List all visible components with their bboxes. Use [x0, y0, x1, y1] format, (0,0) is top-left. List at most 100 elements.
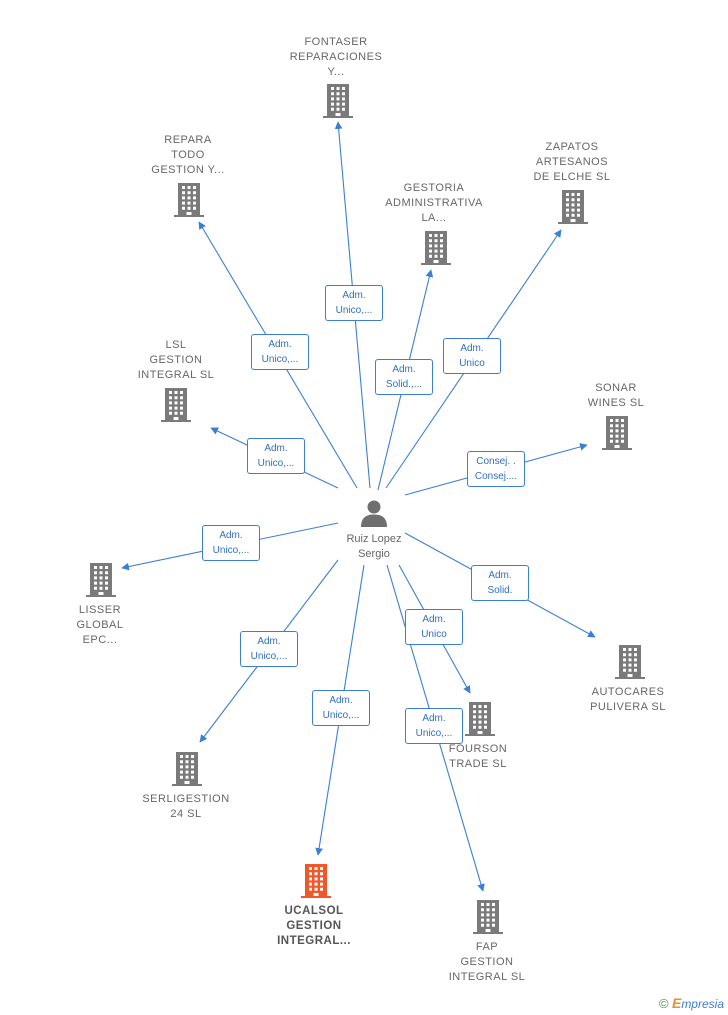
building-icon[interactable]: [472, 899, 504, 935]
center-name-line-1: Ruiz Lopez: [346, 533, 402, 545]
empresia-logo: © Empresia: [659, 995, 724, 1011]
company-label-sonar[interactable]: SONAR WINES SL: [546, 381, 686, 411]
building-icon[interactable]: [300, 863, 332, 899]
role-box-repara[interactable]: Adm. Unico,...: [251, 334, 309, 370]
role-text: Consej. .: [476, 456, 516, 467]
role-text: Adm.: [342, 290, 366, 301]
company-label-fap[interactable]: FAP GESTION INTEGRAL SL: [417, 940, 557, 985]
center-person-name[interactable]: Ruiz Lopez Sergio: [324, 532, 424, 562]
company-label-line: PULIVERA SL: [590, 701, 666, 713]
company-label-line: FONTASER: [304, 36, 368, 48]
company-label-line: WINES SL: [587, 397, 645, 409]
role-box-autocares[interactable]: Adm. Solid.: [471, 565, 529, 601]
role-text: Adm.: [392, 364, 416, 375]
company-label-line: FOURSON: [448, 743, 508, 755]
role-box-zapatos[interactable]: Adm. Unico: [443, 338, 501, 374]
company-label-line: GLOBAL: [76, 619, 124, 631]
company-label-line: TRADE SL: [449, 758, 507, 770]
role-text: Unico: [459, 358, 485, 369]
role-box-sonar[interactable]: Consej. . Consej....: [467, 451, 525, 487]
company-label-line: LA...: [421, 212, 447, 224]
role-text: Unico,...: [212, 545, 250, 556]
building-icon[interactable]: [171, 751, 203, 787]
person-icon[interactable]: [359, 498, 389, 528]
role-box-lisser[interactable]: Adm. Unico,...: [202, 525, 260, 561]
company-label-line: INTEGRAL...: [277, 935, 351, 947]
brand-initial: E: [671, 995, 682, 1011]
role-text: Adm.: [422, 614, 446, 625]
role-text: Unico,...: [415, 728, 453, 739]
role-box-fap[interactable]: Adm. Unico,...: [405, 708, 463, 744]
company-label-line: ARTESANOS: [535, 156, 609, 168]
role-text: Adm.: [268, 339, 292, 350]
role-text: Unico,...: [322, 710, 360, 721]
role-text: Solid.,...: [385, 379, 423, 390]
role-box-serligestion[interactable]: Adm. Unico,...: [240, 631, 298, 667]
building-icon[interactable]: [557, 189, 589, 225]
company-label-line: UCALSOL: [284, 905, 344, 917]
company-label-line: INTEGRAL SL: [448, 971, 526, 983]
role-text: Adm.: [264, 443, 288, 454]
building-icon[interactable]: [85, 562, 117, 598]
company-label-line: SONAR: [595, 382, 637, 394]
role-text: Adm.: [488, 570, 512, 581]
company-label-line: FAP: [475, 941, 499, 953]
copyright-symbol: ©: [659, 996, 669, 1011]
company-label-ucalsol[interactable]: UCALSOL GESTION INTEGRAL...: [244, 904, 384, 949]
role-text: Unico: [421, 629, 447, 640]
company-label-line: TODO: [171, 149, 205, 161]
role-text: Unico,...: [335, 305, 373, 316]
company-label-line: GESTORIA: [403, 182, 465, 194]
company-label-line: Y...: [327, 66, 345, 78]
building-icon[interactable]: [173, 182, 205, 218]
company-label-zapatos[interactable]: ZAPATOS ARTESANOS DE ELCHE SL: [502, 140, 642, 185]
role-text: Adm.: [257, 636, 281, 647]
role-box-lsl[interactable]: Adm. Unico,...: [247, 438, 305, 474]
company-label-line: EPC...: [82, 634, 118, 646]
role-text: Adm.: [219, 530, 243, 541]
company-label-line: GESTION: [460, 956, 514, 968]
company-label-line: ADMINISTRATIVA: [385, 197, 483, 209]
role-box-gestoria[interactable]: Adm. Solid.,...: [375, 359, 433, 395]
company-label-lsl[interactable]: LSL GESTION INTEGRAL SL: [106, 338, 246, 383]
company-label-line: GESTION Y...: [151, 164, 225, 176]
company-label-serligestion[interactable]: SERLIGESTION 24 SL: [116, 792, 256, 822]
company-label-line: AUTOCARES: [591, 686, 665, 698]
role-box-ucalsol[interactable]: Adm. Unico,...: [312, 690, 370, 726]
company-label-line: INTEGRAL SL: [137, 369, 215, 381]
company-label-line: ZAPATOS: [545, 141, 599, 153]
company-label-line: SERLIGESTION: [142, 793, 230, 805]
company-label-lisser[interactable]: LISSER GLOBAL EPC...: [30, 603, 170, 648]
building-icon[interactable]: [464, 701, 496, 737]
role-text: Solid.: [487, 585, 513, 596]
company-label-autocares[interactable]: AUTOCARES PULIVERA SL: [558, 685, 698, 715]
role-text: Adm.: [329, 695, 353, 706]
building-icon[interactable]: [420, 230, 452, 266]
company-label-line: REPARA: [164, 134, 212, 146]
company-label-line: 24 SL: [170, 808, 202, 820]
role-text: Unico,...: [250, 651, 288, 662]
building-icon[interactable]: [614, 644, 646, 680]
company-label-line: GESTION: [149, 354, 203, 366]
role-text: Unico,...: [257, 458, 295, 469]
role-text: Unico,...: [261, 354, 299, 365]
company-label-line: LISSER: [78, 604, 122, 616]
company-label-repara[interactable]: REPARA TODO GESTION Y...: [118, 133, 258, 178]
company-label-line: REPARACIONES: [289, 51, 383, 63]
company-label-line: LSL: [165, 339, 187, 351]
center-name-line-2: Sergio: [358, 548, 390, 560]
company-label-fontaser[interactable]: FONTASER REPARACIONES Y...: [266, 35, 406, 80]
role-text: Adm.: [422, 713, 446, 724]
role-box-fontaser[interactable]: Adm. Unico,...: [325, 285, 383, 321]
role-box-fourson[interactable]: Adm. Unico: [405, 609, 463, 645]
brand-name: mpresia: [681, 997, 724, 1011]
company-label-fourson[interactable]: FOURSON TRADE SL: [408, 742, 548, 772]
company-label-line: DE ELCHE SL: [533, 171, 611, 183]
building-icon[interactable]: [160, 387, 192, 423]
role-text: Adm.: [460, 343, 484, 354]
role-text: Consej....: [474, 471, 518, 482]
building-icon[interactable]: [601, 415, 633, 451]
company-label-line: GESTION: [286, 920, 342, 932]
company-label-gestoria[interactable]: GESTORIA ADMINISTRATIVA LA...: [364, 181, 504, 226]
building-icon[interactable]: [322, 83, 354, 119]
